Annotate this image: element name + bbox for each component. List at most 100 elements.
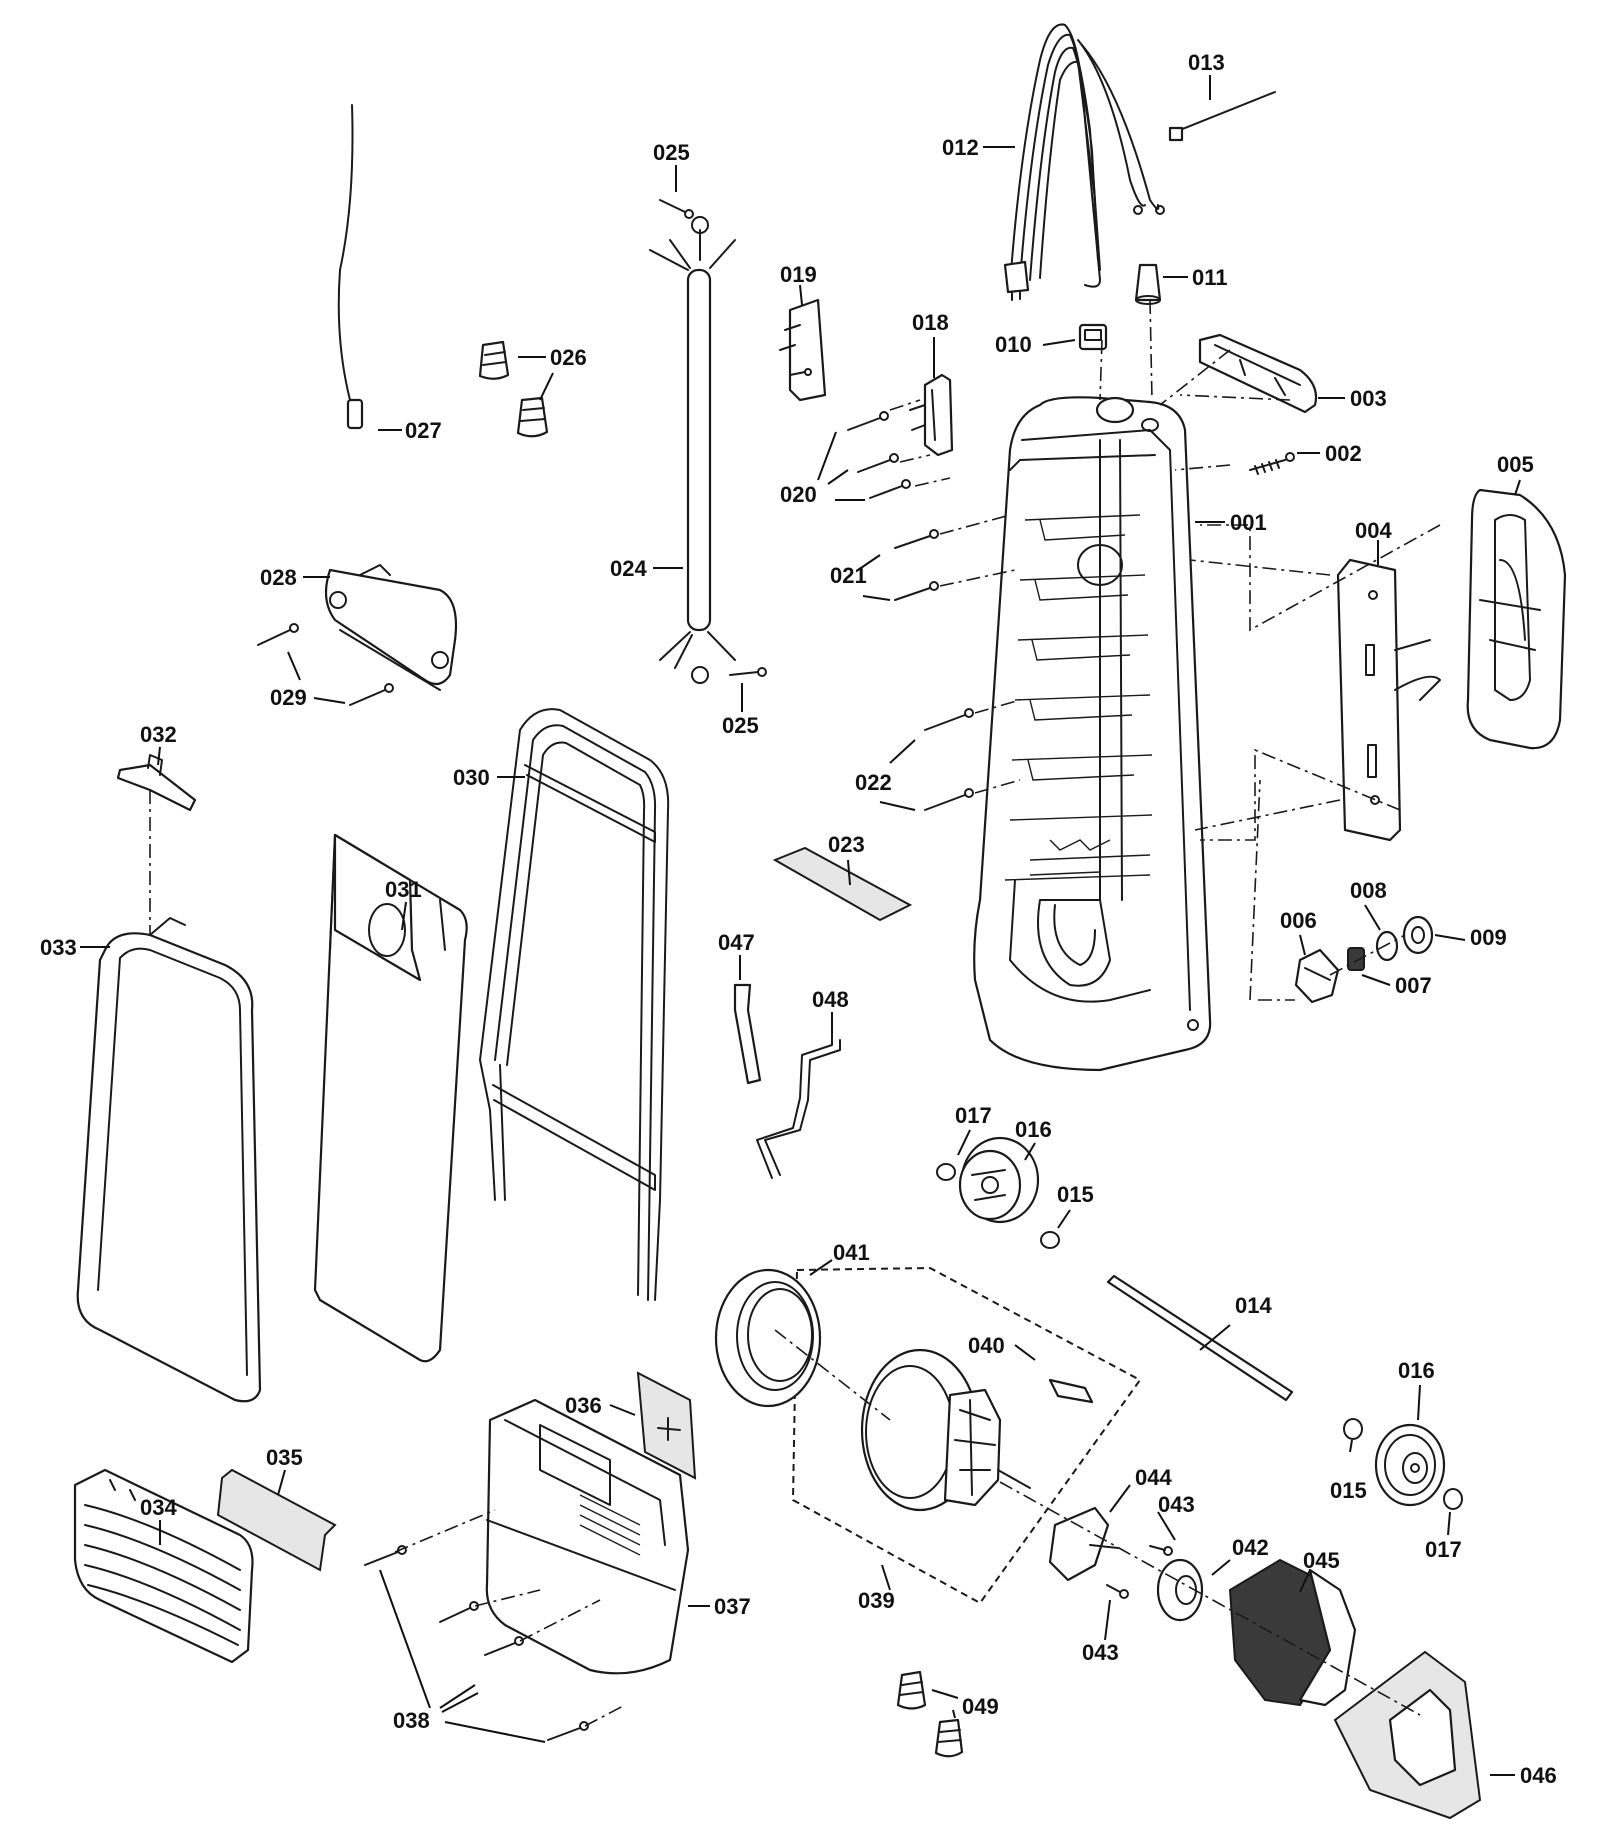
label-022: 022 bbox=[855, 770, 892, 795]
part-motor-cover-045 bbox=[1228, 1558, 1357, 1707]
part-back-plate bbox=[1336, 558, 1441, 842]
label-012: 012 bbox=[942, 135, 979, 160]
label-029: 029 bbox=[270, 685, 307, 710]
label-001: 001 bbox=[1230, 510, 1267, 535]
part-motor-brush-040 bbox=[1048, 1378, 1094, 1404]
label-043-bottom: 043 bbox=[1082, 1640, 1119, 1665]
label-017-lower: 017 bbox=[1425, 1537, 1462, 1562]
label-047: 047 bbox=[718, 930, 755, 955]
part-dust-bag-031 bbox=[313, 833, 468, 1363]
part-bent-wire-048 bbox=[756, 1034, 841, 1179]
label-005: 005 bbox=[1497, 452, 1534, 477]
part-frame-030 bbox=[479, 708, 670, 1301]
part-screws-020 bbox=[847, 411, 911, 499]
part-screw-025-bottom bbox=[729, 667, 767, 677]
part-grill-cover-034 bbox=[73, 1468, 254, 1664]
part-screw-043 bbox=[1106, 1545, 1173, 1599]
label-007: 007 bbox=[1395, 973, 1432, 998]
part-007 bbox=[1347, 947, 1365, 971]
label-014: 014 bbox=[1235, 1293, 1272, 1318]
assembly-lines bbox=[149, 299, 1441, 1727]
label-023: 023 bbox=[828, 832, 865, 857]
label-020: 020 bbox=[780, 482, 817, 507]
label-002: 002 bbox=[1325, 441, 1362, 466]
part-filter-housing-037 bbox=[485, 1398, 690, 1675]
part-wiring-harness bbox=[649, 216, 736, 684]
label-037: 037 bbox=[714, 1594, 751, 1619]
part-screws-029 bbox=[257, 623, 394, 706]
part-motor-039 bbox=[860, 1348, 1031, 1512]
part-clip-019 bbox=[779, 298, 827, 402]
part-mount-plate-044 bbox=[1048, 1506, 1119, 1582]
part-wire-027 bbox=[337, 104, 364, 430]
label-018: 018 bbox=[912, 310, 949, 335]
label-010: 010 bbox=[995, 332, 1032, 357]
part-outer-bag-033 bbox=[76, 917, 262, 1403]
part-body-housing bbox=[973, 396, 1212, 1072]
label-015-lower: 015 bbox=[1330, 1478, 1367, 1503]
label-034: 034 bbox=[140, 1495, 177, 1520]
label-009: 009 bbox=[1470, 925, 1507, 950]
part-handle-028 bbox=[324, 564, 458, 691]
label-028: 028 bbox=[260, 565, 297, 590]
label-021: 021 bbox=[830, 563, 867, 588]
part-screw-002 bbox=[1249, 452, 1295, 475]
label-033: 033 bbox=[40, 935, 77, 960]
label-041: 041 bbox=[833, 1240, 870, 1265]
part-filter-strip-035 bbox=[216, 1468, 337, 1572]
part-screws-021 bbox=[894, 529, 939, 601]
label-035: 035 bbox=[266, 1445, 303, 1470]
part-clip-047 bbox=[733, 983, 762, 1085]
part-screws-038 bbox=[364, 1545, 589, 1741]
label-048: 048 bbox=[812, 987, 849, 1012]
part-cable-tie bbox=[1168, 91, 1276, 142]
label-046: 046 bbox=[1520, 1763, 1557, 1788]
label-045: 045 bbox=[1303, 1548, 1340, 1573]
part-filter-pad-023 bbox=[772, 846, 913, 922]
label-040: 040 bbox=[968, 1333, 1005, 1358]
label-011: 011 bbox=[1192, 265, 1228, 290]
part-strain-relief bbox=[1134, 263, 1162, 305]
part-axle-rod bbox=[1106, 1274, 1294, 1402]
label-016-upper: 016 bbox=[1015, 1117, 1052, 1142]
label-038: 038 bbox=[393, 1708, 430, 1733]
part-filter-square-036 bbox=[636, 1371, 697, 1480]
label-003: 003 bbox=[1350, 386, 1387, 411]
label-042: 042 bbox=[1232, 1535, 1269, 1560]
label-027: 027 bbox=[405, 418, 442, 443]
part-latch-032 bbox=[116, 754, 197, 812]
label-017-upper: 017 bbox=[955, 1103, 992, 1128]
label-026: 026 bbox=[550, 345, 587, 370]
part-screws-022 bbox=[924, 708, 974, 811]
label-008: 008 bbox=[1350, 878, 1387, 903]
part-009 bbox=[1402, 915, 1434, 955]
label-031: 031 bbox=[385, 877, 422, 902]
label-024: 024 bbox=[610, 556, 647, 581]
label-039: 039 bbox=[858, 1588, 895, 1613]
label-049: 049 bbox=[962, 1694, 999, 1719]
label-044: 044 bbox=[1135, 1465, 1172, 1490]
part-wire-nut-026 bbox=[478, 340, 549, 438]
label-030: 030 bbox=[453, 765, 490, 790]
label-019: 019 bbox=[780, 262, 817, 287]
labels: 001 002 003 004 005 006 007 008 009 010 … bbox=[40, 50, 1557, 1788]
part-rear-cover bbox=[1466, 488, 1567, 750]
part-power-cord bbox=[1003, 23, 1165, 301]
part-bracket-018 bbox=[909, 373, 954, 457]
label-025-top: 025 bbox=[653, 140, 690, 165]
part-wheel-upper bbox=[936, 1136, 1060, 1249]
label-013: 013 bbox=[1188, 50, 1225, 75]
motor-assembly-box bbox=[791, 1266, 1142, 1605]
label-025-bottom: 025 bbox=[722, 713, 759, 738]
part-filter-cone-046 bbox=[1333, 1650, 1482, 1820]
label-016-lower: 016 bbox=[1398, 1358, 1435, 1383]
part-006 bbox=[1294, 948, 1340, 1004]
label-036: 036 bbox=[565, 1393, 602, 1418]
part-handle-grip bbox=[1198, 333, 1318, 414]
part-ring-gasket-041 bbox=[714, 1268, 822, 1408]
label-015-upper: 015 bbox=[1057, 1182, 1094, 1207]
part-wheel-lower bbox=[1343, 1418, 1463, 1510]
part-screw-025-top bbox=[659, 199, 694, 219]
label-032: 032 bbox=[140, 722, 177, 747]
